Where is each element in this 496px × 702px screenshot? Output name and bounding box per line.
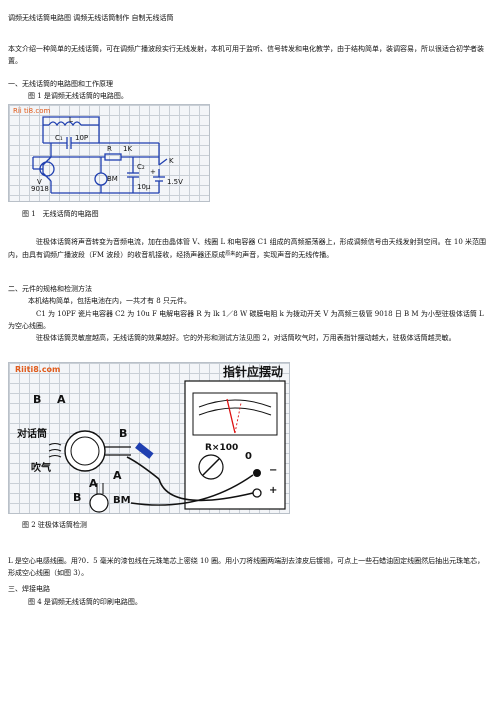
fig2-label-BM: BM [113,495,131,506]
section-1-heading: 一、无线话筒的电路图和工作原理 [8,80,113,88]
principle-text-1: 驻极体话筒将声音转变为音频电流，加在由晶体管 V、线圈 L 和电容器 C1 组成… [8,238,486,259]
doc-title: 调频无线话筒电路图 调频无线话筒制作 自制无线话筒 [8,14,174,22]
fig1-label-C2: C₂ [137,163,145,171]
fig1-label-L: L [69,116,73,124]
probe-tip [135,442,154,459]
section-2-para-1: 本机结构简单，包括电池在内，一共才有 8 只元件。 [28,297,191,305]
figure-2-mic-test: Riiti8.com 指针应摆 [8,362,290,514]
fig1-label-K: K [169,157,174,165]
fig2-label-B-top: B [33,393,42,406]
fig1-caption: 图 1 无线话筒的电路图 [22,210,99,218]
fig1-label-R: R [107,145,112,153]
fig1-label-R-value: 1K [123,145,132,153]
fig1-label-battery: 1.5V [167,178,183,186]
fig1-intro-line: 图 1 是调频无线话筒的电路图。 [28,92,128,100]
meter-plus-label: + [269,485,278,496]
fig1-label-V: V [37,178,42,186]
meter-zero-label: 0 [245,451,252,462]
meter-range-label: R×100 [205,443,239,453]
fig2-label-A-top: A [57,393,66,406]
figure-1-circuit-diagram: Rii ti8.com [8,104,210,202]
intro-paragraph: 本文介绍一种简单的无线话筒，可在调频广播波段实行无线发射，本机可用于监听、信号转… [8,45,484,65]
meter-needle [226,398,236,434]
meter-minus-label: − [269,465,278,476]
fig1-label-V-model: 9018 [31,185,49,193]
meter-needle-swing [234,402,242,434]
meter-scale-window [192,392,278,436]
section-2-para-3: 驻极体话筒灵敏度越高，无线话筒的效果越好。它的外形和测试方法见图 2，对话筒吹气… [36,334,456,342]
principle-paragraph: 驻极体话筒将声音转变为音频电流，加在由晶体管 V、线圈 L 和电容器 C1 组成… [8,236,488,261]
fig1-schematic: L C₁ 10P R 1K V 9018 BM C₂ 10μ K 1.5V + [31,116,183,194]
principle-text-2: 的声音，实现声音的无线传播。 [235,251,334,259]
principle-inline-small: 原来 [225,251,236,257]
fig1-label-C1: C₁ [55,134,63,142]
mic-BM-small [89,493,109,513]
fig1-label-C1-value: 10P [75,134,88,142]
fig2-label-mic: 对话筒 [17,429,47,440]
section-2-heading: 二、元件的规格和检测方法 [8,285,92,293]
fig2-label-A-probe: A [113,469,122,482]
fig1-watermark: Rii ti8.com [13,107,51,115]
fig2-label-pointer-swing: 指针应摆动 [223,365,284,379]
fig2-watermark: Riiti8.com [15,365,61,374]
coil-paragraph: L 是空心电感线圈。用?0．5 毫米的漆包线在元珠笔芯上密绕 10 圈。用小刀将… [8,557,485,577]
fig2-drawing [48,380,286,513]
fig2-label-blow: 吹气 [31,463,51,474]
fig1-label-C2-value: 10μ [137,183,151,191]
fig2-label-B-bm: B [73,491,82,504]
fig4-intro-line: 图 4 是调频无线话筒的印刷电路图。 [28,598,142,606]
fig2-label-B-probe: B [119,427,128,440]
fig1-label-BM: BM [107,175,118,183]
jack-negative [253,469,261,477]
fig2-label-A-bm: A [89,477,98,490]
fig1-label-plus: + [150,168,156,176]
fig2-caption: 图 2 驻极体话筒检测 [22,521,87,529]
section-3-heading: 三、焊接电路 [8,585,50,593]
section-2-para-2: C1 为 10PF 瓷片电容器 C2 为 10u F 电解电容器 R 为 lk … [8,310,484,330]
